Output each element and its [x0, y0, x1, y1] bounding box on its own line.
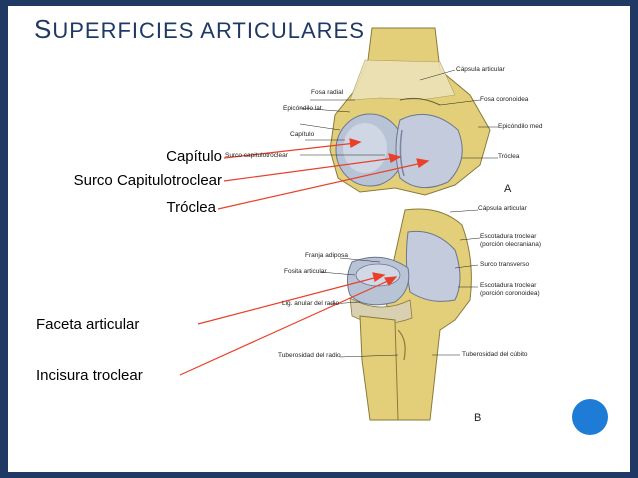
title-rest: UPERFICIES ARTICULARES [52, 18, 365, 43]
title-initial: S [34, 14, 53, 44]
small-label-escotadura-coronoidea: Escotadura troclear (porción coronoidea) [480, 282, 540, 297]
slide-title: SUPERFICIES ARTICULARES [34, 14, 365, 45]
small-label-franja-adiposa: Franja adiposa [305, 252, 348, 259]
small-label-escotadura-olecraniana: Escotadura troclear (porción olecraniana… [480, 233, 542, 248]
small-label-fosa-radial: Fosa radial [311, 89, 344, 96]
accent-circle [572, 399, 608, 435]
slide-frame-left [0, 0, 8, 478]
small-label-capsula-a: Cápsula articular [456, 66, 505, 73]
slide-frame-right [630, 0, 638, 478]
figure-a-letter: A [504, 183, 512, 195]
small-label-tuberosidad-cubito: Tuberosidad del cúbito [462, 351, 528, 358]
pointer-arrows [179, 138, 430, 376]
small-label-capitulo: Capítulo [290, 131, 315, 138]
figure-b-forearm [346, 208, 472, 421]
label-troclea: Tróclea [166, 199, 216, 216]
leader-lines [299, 69, 498, 358]
small-label-troclea: Tróclea [498, 153, 520, 160]
label-incisura-troclear: Incisura troclear [36, 367, 143, 384]
slide-frame-bottom [0, 472, 638, 478]
small-label-capsula-b: Cápsula articular [478, 205, 527, 212]
small-label-fosita-articular: Fosita articular [284, 268, 327, 275]
small-label-fosa-coronoidea: Fosa coronoidea [480, 96, 529, 103]
slide-frame-top [0, 0, 638, 6]
small-label-surco: Surco capitulotroclear [225, 152, 288, 159]
small-label-epicondilo-med: Epicóndilo med [498, 123, 543, 130]
label-capitulo: Capítulo [166, 148, 222, 165]
small-label-surco-transverso: Surco transverso [480, 261, 530, 268]
small-label-lig-anular: Lig. anular del radio [282, 300, 340, 307]
label-faceta-articular: Faceta articular [36, 316, 140, 333]
figure-a-humerus [329, 27, 491, 196]
small-label-tuberosidad-radio: Tuberosidad del radio [278, 352, 341, 359]
small-label-epicondilo-lat: Epicóndilo lat. [283, 105, 324, 112]
label-surco-capitulotroclear: Surco Capitulotroclear [73, 172, 222, 189]
figure-b-letter: B [474, 412, 482, 424]
